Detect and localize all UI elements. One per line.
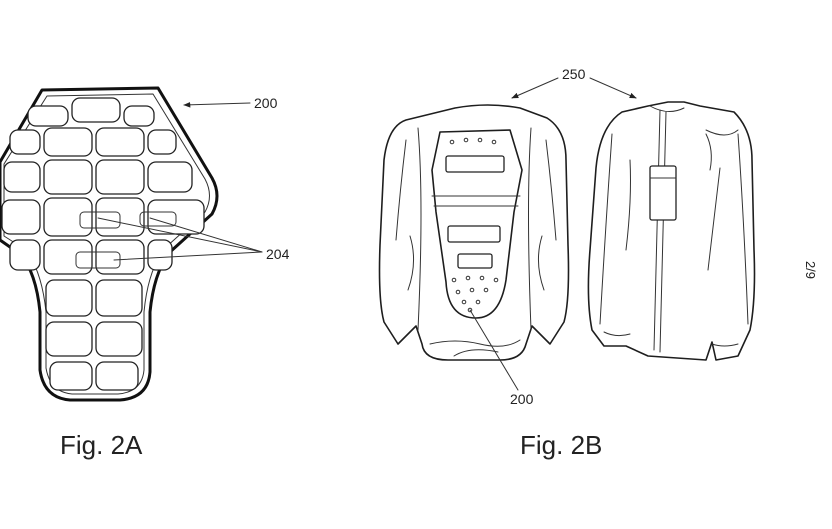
- fig-2b-jacket-back-view: [378, 104, 570, 361]
- fig-2b-leaders: [469, 77, 637, 391]
- reference-numeral-200-protector: 200: [254, 95, 278, 111]
- reference-numeral-250-jacket: 250: [562, 66, 586, 82]
- reference-numeral-200-protector-in-jacket: 200: [510, 391, 534, 407]
- sheet-number: 2/9: [803, 261, 818, 279]
- figure-label-2b: Fig. 2B: [520, 430, 602, 460]
- fig-2a-leaders: [97, 102, 263, 261]
- protector-vent-holes: [449, 137, 499, 313]
- fig-2a-back-protector: [0, 86, 219, 402]
- protector-cells: [1, 97, 205, 391]
- figure-label-2a: Fig. 2A: [60, 430, 143, 460]
- reference-numeral-204-cells: 204: [266, 246, 290, 262]
- fig-2b-jacket-front-view: [587, 101, 756, 361]
